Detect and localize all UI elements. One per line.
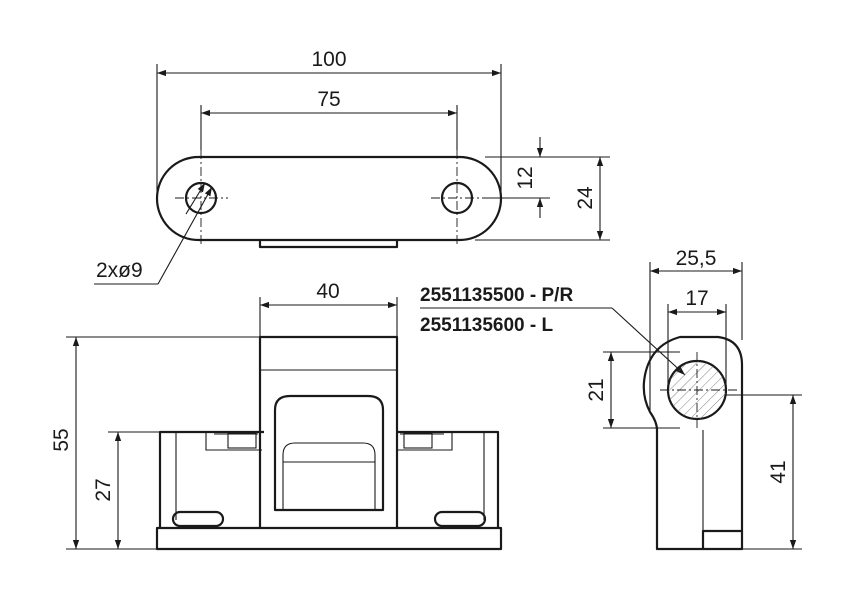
dim-top-hole-center-height: 12: [514, 166, 537, 189]
dim-front-overall-height: 55: [50, 428, 73, 451]
front-view-center-block: [258, 335, 399, 528]
front-view-pin-window: [273, 394, 385, 512]
part-number-leader: [611, 307, 686, 376]
dim-side-pin-diameter: 17: [685, 287, 708, 310]
left-slot-pad: [171, 510, 225, 528]
dim-side-pin-center-height: 41: [767, 460, 790, 483]
hole-callout: 2xø9: [96, 259, 143, 282]
right-slot-pad: [433, 510, 487, 528]
side-view: 25,5 17 21 41: [585, 247, 802, 551]
dim-top-overall-length: 100: [311, 48, 346, 71]
dim-side-overall-depth: 25,5: [676, 247, 717, 270]
dim-top-overall-width: 24: [574, 186, 597, 210]
dim-top-hole-spacing: 75: [317, 88, 340, 111]
top-view-plate-outline: [155, 155, 503, 242]
top-view: 100 75 12 24 2xø9: [94, 48, 610, 285]
part-number-right: 2551135500 - P/R: [420, 285, 573, 306]
front-view-base-outline: [155, 526, 503, 551]
part-number-callout: 2551135500 - P/R 2551135600 - L: [420, 285, 686, 376]
front-view: 40 55 27: [50, 280, 503, 551]
part-number-left: 2551135600 - L: [420, 315, 554, 336]
dim-side-pin-height: 21: [585, 378, 608, 401]
dim-front-base-height: 27: [92, 478, 115, 501]
dim-front-block-width: 40: [316, 280, 339, 303]
top-view-foot-outline: [258, 240, 399, 249]
side-view-outline: [642, 335, 744, 551]
